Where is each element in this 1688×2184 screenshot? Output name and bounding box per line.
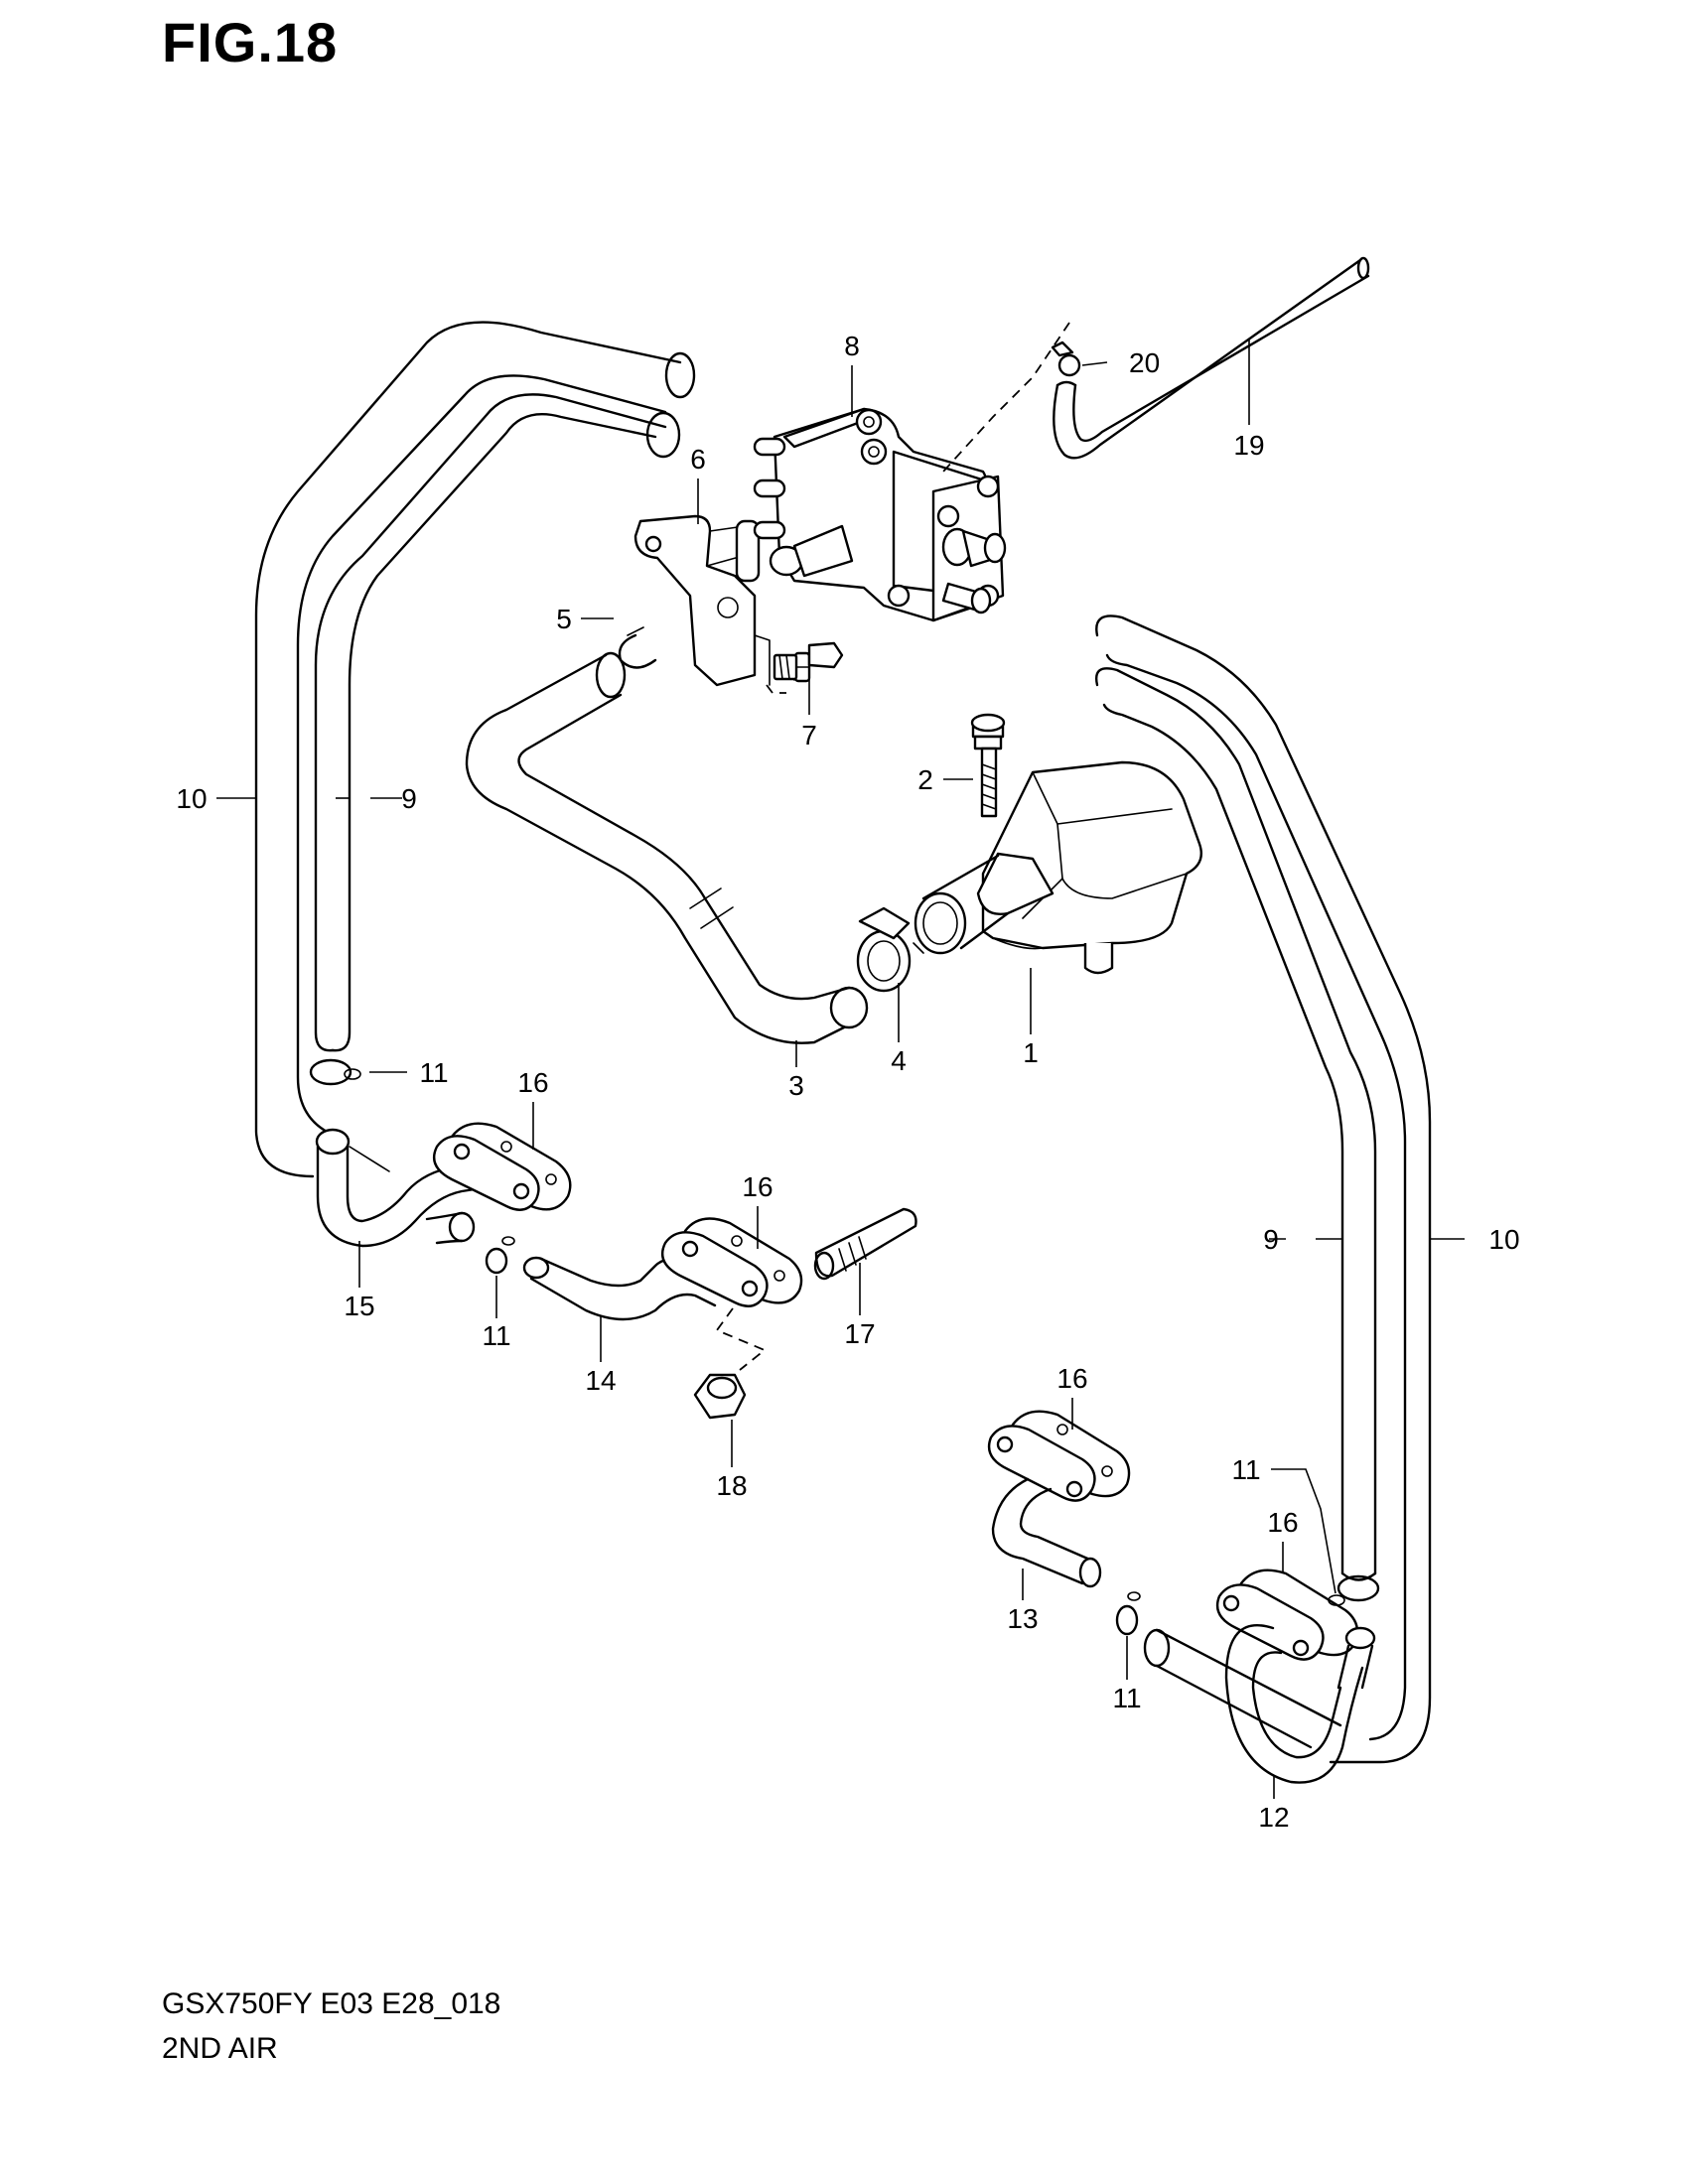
part-13-pipe [991,1477,1102,1588]
part-11-oring-left-lower [485,1236,515,1275]
callout-7: 7 [801,720,817,751]
part-11-oring-right-middle [1115,1591,1141,1636]
callout-labels: 1 2 3 4 5 6 7 8 9 10 9 10 11 11 11 11 12… [176,331,1519,1833]
callout-18: 18 [716,1470,747,1501]
callout-11-left-upper: 11 [419,1057,448,1088]
leader-lines [216,340,1465,1799]
callout-1: 1 [1023,1037,1039,1068]
part-4-clamp [856,906,924,993]
part-16-plate-right-lower [1215,1569,1359,1661]
callout-12: 12 [1258,1802,1289,1833]
part-16-plate-right-upper [987,1410,1131,1502]
part-19-vacuum-hose [942,256,1370,473]
callout-16-middle: 16 [742,1171,773,1202]
part-15-pipe [315,1128,477,1248]
part-5-clip [618,626,657,669]
callout-17: 17 [844,1318,875,1349]
part-17-stud [813,1207,917,1281]
hose-9-left [314,393,681,1052]
callout-16-left: 16 [517,1067,548,1098]
hose-10-right [1095,614,1432,1764]
callout-8: 8 [844,331,860,361]
callout-15: 15 [344,1291,374,1321]
callout-10-right: 10 [1488,1224,1519,1255]
callout-11-right-middle: 11 [1112,1683,1141,1713]
callout-20: 20 [1129,347,1160,378]
callout-9-right: 9 [1263,1224,1279,1255]
part-11-oring-right-upper [1328,1574,1380,1606]
callout-10-left: 10 [176,783,207,814]
callout-11-right-upper: 11 [1231,1454,1260,1485]
part-20-clip [1051,341,1081,377]
callout-16-right-upper: 16 [1056,1363,1087,1394]
part-16-plate-left [432,1122,572,1211]
callout-3: 3 [788,1070,804,1101]
part-3-hose [465,651,869,1044]
callout-16-right-lower: 16 [1267,1507,1298,1538]
callout-11-left-lower: 11 [482,1320,510,1351]
part-7-bolt [773,641,844,683]
model-code: GSX750FY E03 E28_018 [162,1987,501,2020]
callout-14: 14 [585,1365,616,1396]
callout-5: 5 [556,604,572,634]
callout-4: 4 [891,1045,907,1076]
callout-13: 13 [1007,1603,1038,1634]
part-12-pipe [1143,1624,1376,1784]
part-18-nut [693,1373,747,1420]
callout-2: 2 [917,764,933,795]
part-1-reed-housing [914,760,1203,975]
part-6-bracket [633,514,786,694]
callout-6: 6 [690,444,706,475]
hose-9-right [1095,667,1377,1581]
part-16-plate-middle [660,1217,803,1371]
part-2-bolt [970,713,1006,818]
callout-9-left: 9 [401,783,417,814]
hose-10-left [254,321,696,1178]
callout-19: 19 [1233,430,1264,461]
part-11-oring-left-upper [309,1058,361,1086]
part-8-air-valve [753,407,1007,622]
figure-title: FIG.18 [162,11,339,73]
section-name: 2ND AIR [162,2032,278,2065]
